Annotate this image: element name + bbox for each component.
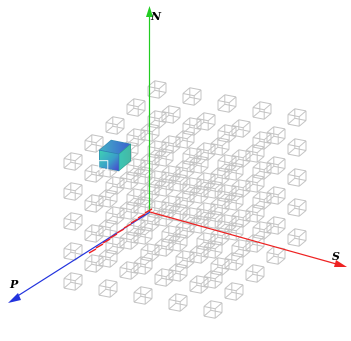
lattice-cell (147, 80, 167, 99)
axis-p-label: P (10, 278, 19, 291)
lattice-cell (168, 293, 188, 312)
lattice-cell (210, 137, 230, 156)
highlighted-cell-front (99, 149, 120, 172)
lattice-cell (168, 173, 188, 192)
lattice-cell (245, 264, 265, 283)
lattice-cell (63, 182, 83, 201)
lattice-cell (266, 186, 286, 205)
lattice-cell (203, 270, 223, 289)
origin-marker-tick (102, 238, 111, 244)
lattice-cell (182, 87, 202, 106)
lattice-cell (266, 216, 286, 235)
lattice-cell (203, 180, 223, 199)
lattice-cell (63, 212, 83, 231)
origin-marker-tick (109, 233, 118, 239)
lattice-cell (63, 152, 83, 171)
lattice-cell (168, 203, 188, 222)
lattice-cell (189, 155, 209, 174)
lattice-cell (245, 234, 265, 253)
lattice-cell (140, 123, 160, 142)
lattice-cell (133, 166, 153, 185)
lattice-cell (98, 189, 118, 208)
lattice-cell (252, 101, 272, 120)
highlighted-cell-inner-frame (98, 160, 109, 171)
lattice-cell (84, 134, 104, 153)
lattice-cell (196, 112, 216, 131)
lattice-cell (133, 286, 153, 305)
lattice-cell (203, 300, 223, 319)
lattice-cell (287, 168, 307, 187)
lattice-cell (63, 242, 83, 261)
axis-n-label: N (151, 10, 162, 23)
axis-s-line (149, 211, 341, 266)
lattice-cell (63, 272, 83, 291)
origin-marker-tick (95, 243, 104, 249)
lattice-cell (98, 249, 118, 268)
lattice-cell (133, 226, 153, 245)
lattice-cell (133, 256, 153, 275)
axis-s-label: S (332, 250, 340, 263)
lattice-cell (154, 148, 174, 167)
axis-p-arrowhead (8, 293, 21, 303)
lattice-cell (224, 252, 244, 271)
origin-marker-tick (144, 208, 153, 214)
origin-marker-tick (88, 248, 97, 254)
lattice-cell (224, 162, 244, 181)
lattice-cell (231, 119, 251, 138)
lattice-cell (245, 144, 265, 163)
highlighted-cell-group (98, 139, 132, 172)
lattice-cell (168, 233, 188, 252)
lattice-cell (245, 174, 265, 193)
axis-n-arrowhead (146, 6, 153, 17)
lattice-cell (266, 126, 286, 145)
lattice-cell (266, 156, 286, 175)
lattice-cell (126, 98, 146, 117)
lattice-cells (63, 80, 307, 319)
lattice-cell (224, 282, 244, 301)
lattice-cell (203, 210, 223, 229)
lattice-cell (105, 116, 125, 135)
lattice-cell (287, 108, 307, 127)
origin-marker-tick (116, 228, 125, 234)
lattice-cell (168, 263, 188, 282)
lattice-cell (98, 279, 118, 298)
axes-group (8, 6, 347, 303)
lattice-cell (224, 192, 244, 211)
origin-marker-tick (130, 218, 139, 224)
lattice-cell (287, 228, 307, 247)
lattice-cell (287, 138, 307, 157)
origin-marker-tick (123, 223, 132, 229)
origin-marker-tick (137, 213, 146, 219)
lattice-cell (217, 94, 237, 113)
lattice-cell (203, 240, 223, 259)
lattice-cell (175, 130, 195, 149)
lattice-cell (245, 204, 265, 223)
lattice-cell (161, 105, 181, 124)
axis-s-arrowhead (334, 260, 347, 267)
lattice-cell (287, 198, 307, 217)
